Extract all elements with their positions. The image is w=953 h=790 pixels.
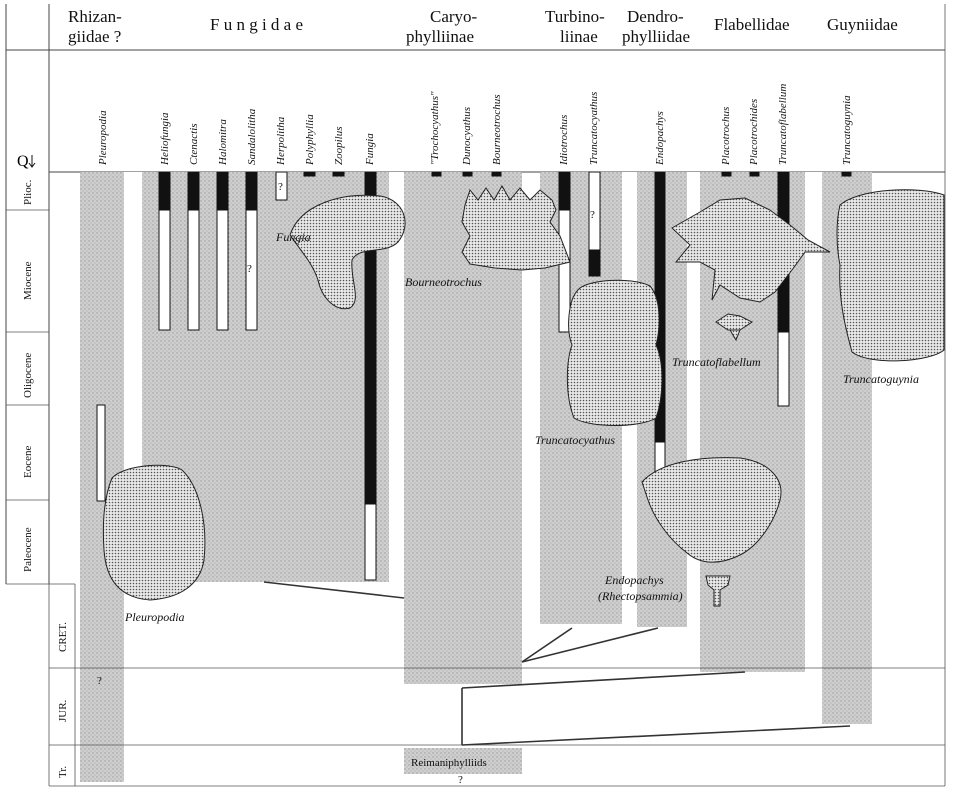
caption-endopachys-2: (Rhectopsammia) [598, 589, 683, 603]
quaternary-marker: Q [17, 153, 35, 170]
bar-heliofungia-solid [159, 172, 170, 210]
root-label: Reimaniphylliids [411, 757, 487, 769]
bar-idiotrochus-solid [559, 172, 570, 210]
family-dendrophylliidae-2: phylliidae [622, 27, 690, 46]
caption-fungia: Fungia [275, 230, 311, 244]
caption-truncatocyathus: Truncatocyathus [535, 433, 615, 447]
period-oligocene: Oligocene [22, 353, 34, 398]
qmark-truncatocyathus: ? [590, 209, 595, 221]
period-paleocene: Paleocene [22, 527, 34, 572]
period-labels: Plioc. Miocene Oligocene Eocene Paleocen… [22, 179, 69, 778]
genus-labels: Pleuropodia Heliofungia Ctenactis Halomi… [97, 84, 853, 166]
quaternary-label: Q [17, 153, 29, 170]
root-qmark: ? [458, 774, 463, 786]
truncatocyathus-sketch [567, 280, 662, 425]
illustration-truncatoguynia [837, 190, 944, 361]
genus-ctenactis: Ctenactis [188, 123, 200, 165]
bar-dunocyathus [463, 172, 472, 176]
bar-fungia-open [365, 504, 376, 580]
family-caryophylliinae-1: Caryo- [430, 7, 478, 26]
caption-truncatoguynia: Truncatoguynia [843, 372, 919, 386]
qmark-sandalolitha: ? [247, 263, 252, 275]
family-rhizangiidae-1: Rhizan- [68, 7, 122, 26]
bar-sandalolitha-solid [246, 172, 257, 210]
genus-dunocyathus: Dunocyathus [461, 107, 473, 166]
bar-heliofungia-open [159, 210, 170, 330]
genus-zoopilus: Zoopilus [333, 126, 345, 165]
bar-zoopilus [333, 172, 344, 176]
genus-heliofungia: Heliofungia [159, 112, 171, 166]
caption-pleuropodia: Pleuropodia [124, 610, 185, 624]
period-jurassic: JUR. [57, 699, 69, 722]
genus-placotrochus: Placotrochus [720, 107, 732, 166]
genus-trochocyathus: "Trochocyathus" [429, 91, 441, 165]
bar-placotrochus [722, 172, 731, 176]
genus-pleuropodia: Pleuropodia [97, 110, 109, 166]
bar-idiotrochus-open [559, 210, 570, 332]
period-eocene: Eocene [22, 446, 34, 478]
family-caryophylliinae-2: phylliinae [406, 27, 474, 46]
qmark-pleuropodia: ? [97, 675, 102, 687]
bar-truncatocyathus-solid [589, 250, 600, 276]
family-fungidae: F u n g i d a e [210, 15, 303, 34]
genus-bourneotrochus: Bourneotrochus [491, 95, 503, 165]
period-triassic: Tr. [57, 766, 69, 778]
family-turbinoliinae-1: Turbino- [545, 7, 605, 26]
genus-idiotrochus: Idiotrochus [558, 115, 570, 166]
genus-halomitra: Halomitra [217, 119, 229, 166]
bar-halomitra-solid [217, 172, 228, 210]
genus-fungia: Fungia [364, 133, 376, 166]
family-turbinoliinae-2: liinae [560, 27, 598, 46]
bar-truncatoguynia [842, 172, 851, 176]
genus-polyphyllia: Polyphyllia [304, 114, 316, 166]
caption-truncatoflabellum: Truncatoflabellum [672, 355, 761, 369]
down-arrow-icon [29, 155, 35, 167]
bar-trochocyathus [432, 172, 441, 176]
family-headings: Rhizan- giidae ? F u n g i d a e Caryo- … [68, 7, 898, 46]
pleuropodia-sketch [103, 465, 204, 600]
caption-bourneotrochus: Bourneotrochus [405, 275, 482, 289]
period-pliocene: Plioc. [22, 179, 34, 205]
genus-herpolitha: Herpolitha [275, 116, 287, 166]
genus-placotrochides: Placotrochides [748, 99, 760, 166]
caption-endopachys-1: Endopachys [604, 573, 664, 587]
bar-halomitra-open [217, 210, 228, 330]
illustration-pleuropodia [103, 465, 204, 600]
genus-endopachys: Endopachys [654, 111, 666, 166]
genus-sandalolitha: Sandalolitha [246, 108, 258, 165]
bar-ctenactis-solid [188, 172, 199, 210]
family-dendrophylliidae-1: Dendro- [627, 7, 684, 26]
genus-truncatocyathus: Truncatocyathus [588, 92, 600, 165]
bar-truncatoflabellum-open [778, 332, 789, 406]
qmark-herpolitha: ? [278, 181, 283, 193]
period-miocene: Miocene [22, 261, 34, 300]
genus-truncatoflabellum: Truncatoflabellum [777, 84, 789, 165]
bar-bourneotrochus [492, 172, 501, 176]
family-guyniidae: Guyniidae [827, 15, 898, 34]
period-cretaceous: CRET. [57, 622, 69, 652]
bar-polyphyllia [304, 172, 315, 176]
genus-truncatoguynia: Truncatoguynia [841, 95, 853, 165]
bar-ctenactis-open [188, 210, 199, 330]
illustration-truncatocyathus [567, 280, 662, 425]
truncatoguynia-sketch [837, 190, 944, 361]
bar-placotrochides [750, 172, 759, 176]
family-flabellidae: Flabellidae [714, 15, 790, 34]
bar-pleuropodia [97, 405, 105, 501]
family-rhizangiidae-2: giidae ? [68, 27, 121, 46]
